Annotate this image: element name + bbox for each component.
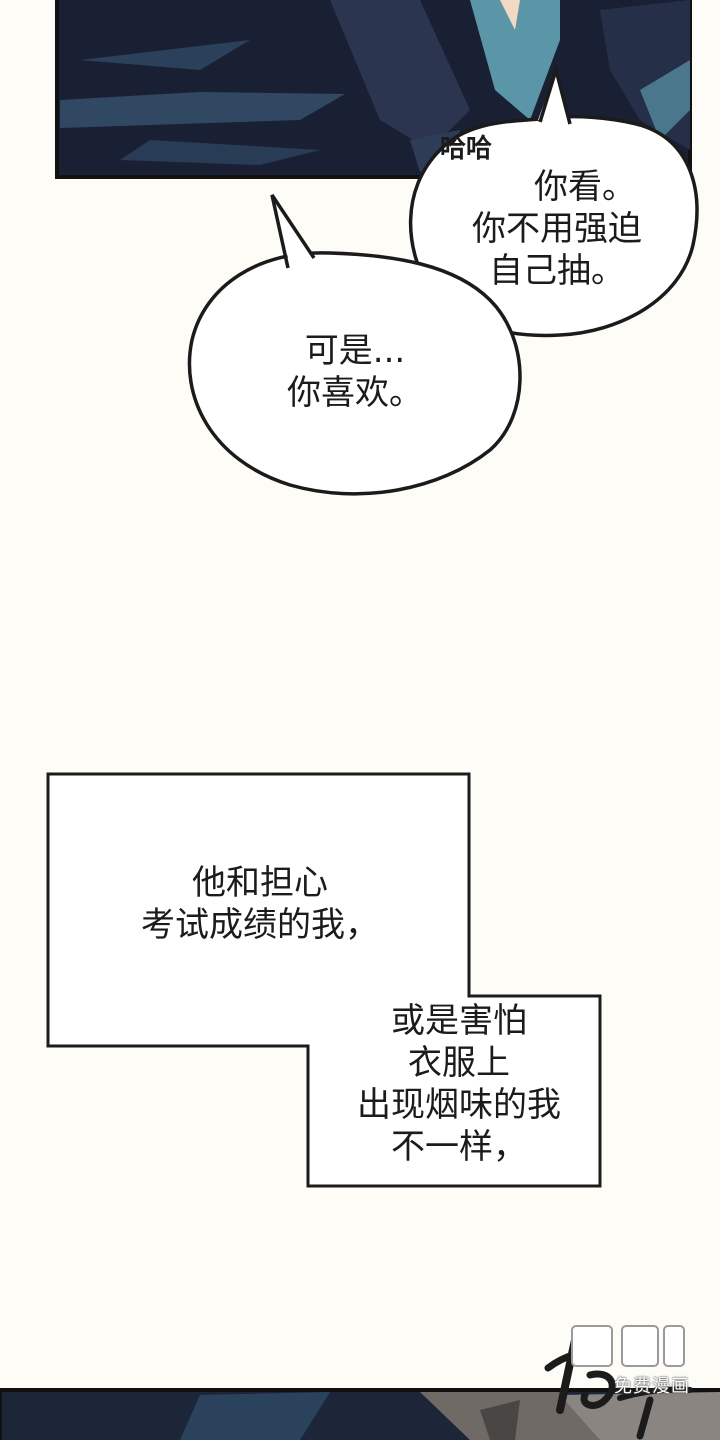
bubble-left-text: 可是... 你喜欢。: [250, 330, 460, 414]
narration-two-line-2: 衣服上: [408, 1043, 510, 1083]
narration-box: [46, 772, 602, 1188]
speech-bubble-left: [187, 194, 522, 496]
watermark-logo-icon: [571, 1325, 685, 1367]
narration-one-line-1: 他和担心: [192, 863, 328, 903]
narration-two-line-3: 出现烟味的我: [357, 1085, 561, 1125]
narration-two-line-4: 不一样，: [391, 1127, 527, 1167]
bubble-top-right-line-1: 你看。: [534, 167, 636, 207]
bubble-left-line-1: 可是...: [304, 331, 406, 371]
narration-box-one-text: 他和担心 考试成绩的我，: [110, 862, 410, 946]
narration-two-line-1: 或是害怕: [391, 1001, 527, 1041]
watermark-text: 免费漫画: [614, 1376, 690, 1397]
bubble-left-line-2: 你喜欢。: [287, 373, 423, 413]
narration-box-two-text: 或是害怕 衣服上 出现烟味的我 不一样，: [328, 1000, 590, 1168]
speech-bubble-top-right: [408, 63, 699, 338]
narration-one-line-2: 考试成绩的我，: [141, 905, 379, 945]
bubble-top-right-text: 你看。 你不用强迫 自己抽。: [432, 166, 682, 292]
bottom-art-panel: [0, 1388, 720, 1440]
bubble-top-right-sfx: 哈哈: [440, 134, 493, 164]
bubble-top-right-line-3: 自己抽。: [489, 251, 625, 291]
top-art-panel: [55, 0, 692, 179]
bubble-top-right-line-2: 你不用强迫: [472, 209, 642, 249]
